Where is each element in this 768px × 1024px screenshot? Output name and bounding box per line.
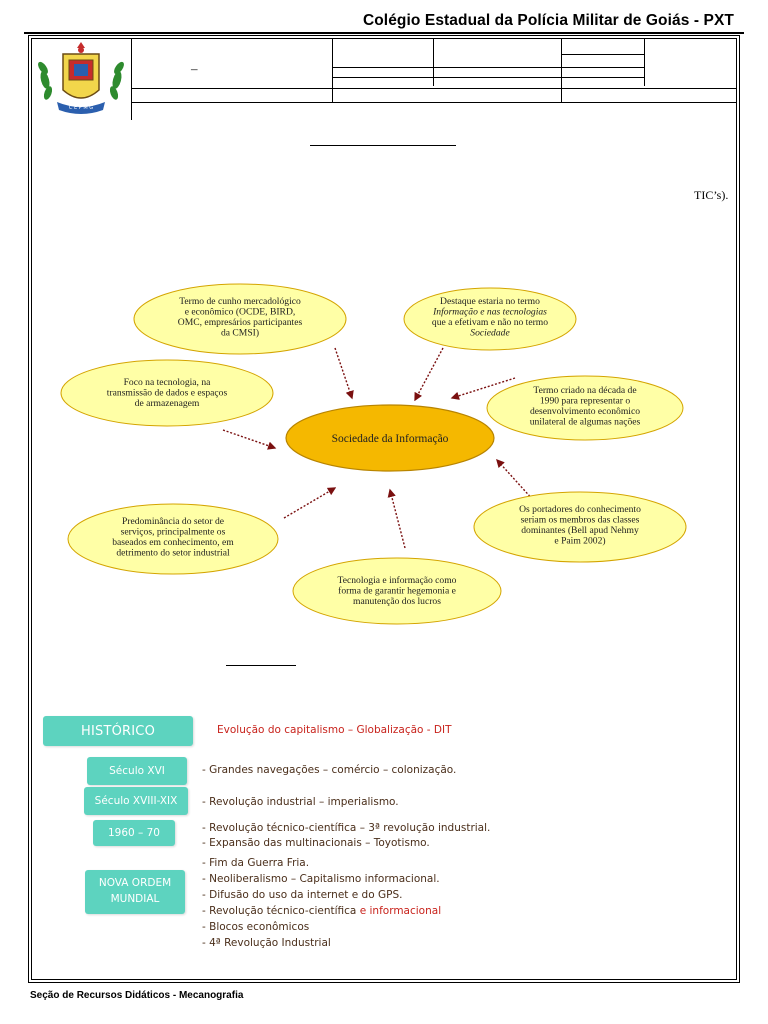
section-heading-underline	[310, 145, 456, 146]
bubble-4	[486, 375, 684, 441]
arrow-4	[450, 377, 516, 400]
period-line-mixed: - Revolução técnico-científica e informa…	[202, 905, 442, 917]
arrow-6	[496, 458, 536, 503]
bubble-2	[403, 287, 577, 351]
bubble-3	[60, 359, 274, 427]
period-line: - Fim da Guerra Fria.	[202, 857, 310, 869]
page-frame-inner	[31, 38, 737, 980]
capitalism-timeline: HISTÓRICO Evolução do capitalismo – Glob…	[40, 712, 740, 962]
page-frame-outer	[28, 35, 740, 983]
page-footer: Seção de Recursos Didáticos - Mecanograf…	[30, 990, 244, 1001]
school-crest-logo: C E P M G	[38, 42, 124, 114]
bubble-6	[473, 491, 687, 563]
timeline-heading-caption: Evolução do capitalismo – Globalização -…	[217, 724, 452, 736]
school-title: Colégio Estadual da Polícia Militar de G…	[362, 12, 734, 29]
period-box-1960-70: 1960 – 70	[93, 820, 175, 846]
period-box-xvi: Século XVI	[87, 757, 187, 785]
crest-letters: C E P M G	[69, 105, 93, 111]
bubble-1	[133, 283, 347, 355]
arrow-7	[387, 488, 406, 549]
period-box-nova-ordem: NOVA ORDEM MUNDIAL	[85, 870, 185, 914]
period-line: - Grandes navegações – comércio – coloni…	[202, 764, 457, 776]
period-box-xviii-xix: Século XVIII-XIX	[84, 787, 188, 815]
section-heading-underline-2	[226, 665, 296, 666]
arrow-5	[283, 487, 337, 519]
header-form-grid: C E P M G –	[31, 38, 737, 120]
center-node-label: Sociedade da Informação	[332, 433, 449, 445]
period-line: - Revolução industrial – imperialismo.	[202, 796, 399, 808]
period-line: - Neoliberalismo – Capitalismo informaci…	[202, 873, 440, 885]
period-line: - Expansão das multinacionais – Toyotism…	[202, 837, 430, 849]
period-line: - 4ª Revolução Industrial	[202, 937, 331, 949]
timeline-heading-box: HISTÓRICO	[43, 716, 193, 746]
intro-text-fragment: TIC’s).	[694, 188, 729, 202]
period-line: - Blocos econômicos	[202, 921, 310, 933]
period-line: - Difusão do uso da internet e do GPS.	[202, 889, 403, 901]
center-node	[285, 404, 495, 472]
period-line: - Revolução técnico-científica – 3ª revo…	[202, 822, 491, 834]
arrow-3	[222, 429, 277, 450]
top-rule	[24, 32, 744, 34]
bubble-5	[67, 503, 279, 575]
mindmap-diagram: Sociedade da Informação Termo de cunho m…	[60, 283, 687, 625]
bubble-7	[292, 557, 502, 625]
arrow-1	[334, 347, 354, 400]
arrow-2	[414, 347, 444, 402]
header-dash: –	[191, 61, 198, 76]
